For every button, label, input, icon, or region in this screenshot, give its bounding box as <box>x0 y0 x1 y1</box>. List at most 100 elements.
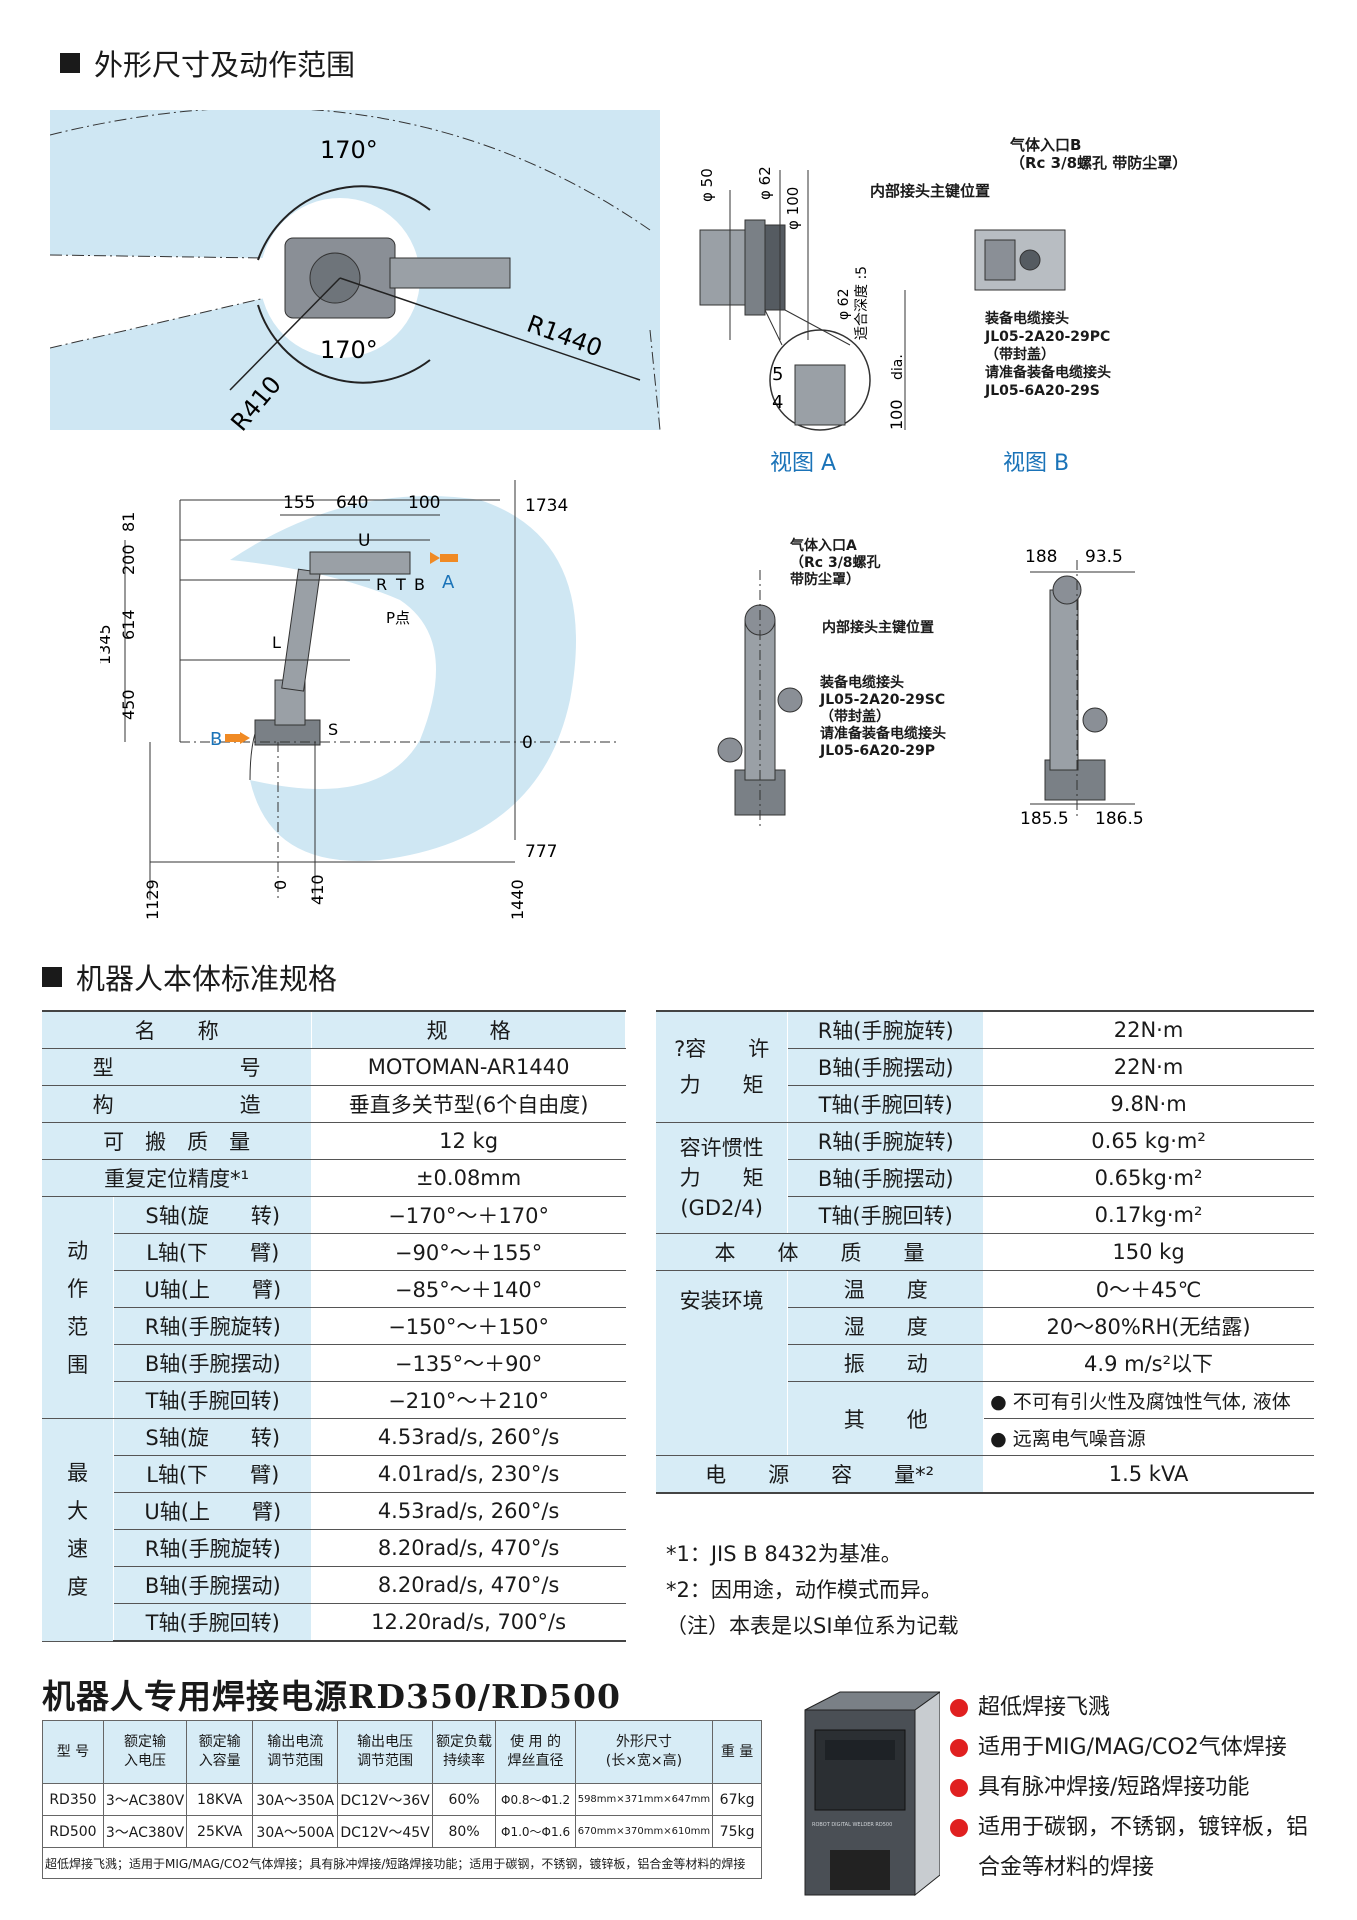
env-group: 安装环境 <box>656 1270 789 1456</box>
motion-axis-value: −150°～＋150° <box>311 1307 626 1345</box>
arrow-a-icon <box>440 554 458 562</box>
section-title-text: 外形尺寸及动作范围 <box>94 48 356 82</box>
rd-cell: 18KVA <box>186 1783 254 1816</box>
welder-machine-label: ROBOT DIGITAL WELDER RD500 <box>812 1822 892 1828</box>
torque-axis-label: B轴(手腕摆动) <box>787 1048 985 1086</box>
rd-footer: 超低焊接飞溅；适用于MIG/MAG/CO2气体焊接；具有脉冲焊接/短路焊接功能；… <box>42 1847 762 1879</box>
bullet-dot-icon <box>950 1779 968 1797</box>
view-b-cable2: 请准备装备电缆接头 <box>985 365 1111 381</box>
view-b-cable1-pn: JL05-2A20-29PC <box>985 329 1111 345</box>
section-title-text: 机器人本体标准规格 <box>76 962 338 996</box>
dim-614: 614 <box>119 609 138 640</box>
env-item-value: 4.9 m/s²以下 <box>983 1344 1314 1382</box>
rd-cell: 67kg <box>712 1783 762 1816</box>
row-model-value: MOTOMAN-AR1440 <box>311 1048 626 1086</box>
inertia-axis-label: R轴(手腕旋转) <box>787 1122 985 1160</box>
axis-t-label: T <box>395 575 406 594</box>
dim-81: 81 <box>119 512 138 532</box>
motion-axis-value: −210°～＋210° <box>311 1381 626 1419</box>
dim-1129: 1129 <box>143 879 162 920</box>
inertia-group: 容许惯性 力 矩 (GD2/4) <box>656 1122 789 1234</box>
motion-axis-label: B轴(手腕摆动) <box>113 1344 313 1382</box>
arrow-b-icon <box>225 734 243 742</box>
torque-axis-label: R轴(手腕旋转) <box>787 1010 985 1049</box>
other-value-2: ● 远离电气噪音源 <box>983 1418 1314 1456</box>
feature-text: 超低焊接飞溅 <box>978 1695 1111 1720</box>
dim-777: 777 <box>525 842 557 862</box>
rd-cell: RD500 <box>42 1815 104 1848</box>
row-repeatability-value: ±0.08mm <box>311 1159 626 1197</box>
header-name: 名 称 <box>42 1010 313 1049</box>
view-a-d5: 5 <box>772 364 783 385</box>
view-a-d100: 100 <box>887 399 906 430</box>
group-char: 作 <box>67 1276 89 1301</box>
front-gas-inlet-sub1: （Rc 3/8螺孔 <box>790 555 881 571</box>
rd-header: 外形尺寸 (长×宽×高) <box>574 1720 714 1784</box>
arrow-a-label: A <box>442 572 455 593</box>
rd-cell: 30A～500A <box>252 1815 339 1848</box>
view-b-gas-inlet-note: 气体入口B （Rc 3/8螺孔 带防尘罩） <box>1010 136 1187 172</box>
group-char: 最 <box>67 1460 89 1485</box>
group-char: 围 <box>67 1352 89 1377</box>
rd-table: 型 号 额定输 入电压 额定输 入容量 输出电流 调节范围 输出电压 调节范围 … <box>42 1720 762 1879</box>
inertia-axis-label: T轴(手腕回转) <box>787 1196 985 1234</box>
dim-155: 155 <box>283 493 315 513</box>
rd-cell: DC12V～45V <box>337 1815 433 1848</box>
rd-cell: 598mm×371mm×647mm <box>574 1783 714 1816</box>
mass-label: 本 体 质 量 <box>656 1233 985 1271</box>
rd-header: 输出电流 调节范围 <box>252 1720 339 1784</box>
inertia-group-line3: (GD2/4) <box>680 1196 763 1220</box>
motion-axis-value: −135°～＋90° <box>311 1344 626 1382</box>
rd-cell: 30A～350A <box>252 1783 339 1816</box>
rd-header: 额定输 入容量 <box>186 1720 254 1784</box>
inertia-group-line2: 力 矩 <box>679 1166 764 1190</box>
env-item-value: 20～80%RH(无结露) <box>983 1307 1314 1345</box>
front-cable2: 请准备装备电缆接头 <box>820 726 946 742</box>
feature-item: 超低焊接飞溅 <box>950 1688 1318 1728</box>
dim-200: 200 <box>119 544 138 575</box>
speed-axis-value: 4.53rad/s, 260°/s <box>311 1418 626 1456</box>
speed-axis-value: 12.20rad/s, 700°/s <box>311 1603 626 1642</box>
other-value-1: ● 不可有引火性及腐蚀性气体, 液体 <box>983 1381 1314 1419</box>
dim-0-bottom: 0 <box>271 880 290 890</box>
inertia-group-line1: 容许惯性 <box>679 1136 764 1160</box>
feature-text: 适用于碳钢，不锈钢，镀锌板，铝合金等材料的焊接 <box>978 1815 1309 1880</box>
view-b-joint-key: 内部接头主键位置 <box>870 182 991 200</box>
front-joint-key: 内部接头主键位置 <box>822 620 934 636</box>
speed-axis-label: B轴(手腕摆动) <box>113 1566 313 1604</box>
motion-axis-label: R轴(手腕旋转) <box>113 1307 313 1345</box>
front-view-diagram <box>717 570 803 830</box>
inertia-axis-value: 0.65 kg·m² <box>983 1122 1314 1160</box>
motion-axis-value: −90°～＋155° <box>311 1233 626 1271</box>
view-b-cable1: 装备电缆接头 <box>985 311 1069 327</box>
inertia-axis-label: B轴(手腕摆动) <box>787 1159 985 1197</box>
view-b-cable-note: 装备电缆接头 JL05-2A20-29PC （带封盖） 请准备装备电缆接头 JL… <box>985 310 1111 400</box>
dim-410: 410 <box>308 874 327 905</box>
feature-item: 适用于MIG/MAG/CO2气体焊接 <box>950 1728 1318 1768</box>
row-payload-label: 可 搬 质 量 <box>42 1122 313 1160</box>
row-model-label: 型 号 <box>42 1048 313 1086</box>
feature-text: 具有脉冲焊接/短路焊接功能 <box>978 1775 1250 1800</box>
power-label: 电 源 容 量*² <box>656 1455 985 1494</box>
view-a-phi62-depth: φ 62 <box>836 289 852 321</box>
torque-axis-label: T轴(手腕回转) <box>787 1085 985 1123</box>
motion-axis-label: U轴(上 臂) <box>113 1270 313 1308</box>
spec-table-left: 名 称 规 格 型 号 MOTOMAN-AR1440 构 造 垂直多关节型(6个… <box>42 1010 626 1642</box>
row-repeatability-label: 重复定位精度*¹ <box>42 1159 313 1197</box>
side-upper-arm <box>309 551 411 575</box>
view-a-dia: dia. <box>890 354 906 380</box>
rd-cell: 25KVA <box>186 1815 254 1848</box>
header-spec: 规 格 <box>311 1010 626 1049</box>
front-gas-inlet-sub2: 带防尘罩） <box>790 572 860 588</box>
speed-axis-value: 8.20rad/s, 470°/s <box>311 1566 626 1604</box>
section-title-spec: 机器人本体标准规格 <box>42 956 337 998</box>
group-char: 速 <box>67 1536 89 1561</box>
rd-cell: 3～AC380V <box>102 1815 188 1848</box>
front-gas-note: 气体入口A （Rc 3/8螺孔 带防尘罩） <box>790 538 881 589</box>
torque-axis-value: 9.8N·m <box>983 1085 1314 1123</box>
square-bullet-icon <box>60 53 80 73</box>
spec-table-right: ?容 许 力 矩 R轴(手腕旋转) 22N·m B轴(手腕摆动)22N·m T轴… <box>656 1010 1314 1494</box>
rd-header: 使 用 的 焊丝直径 <box>495 1720 576 1784</box>
rd-header: 额定负载 持续率 <box>431 1720 497 1784</box>
front-cable1: 装备电缆接头 <box>820 675 904 691</box>
